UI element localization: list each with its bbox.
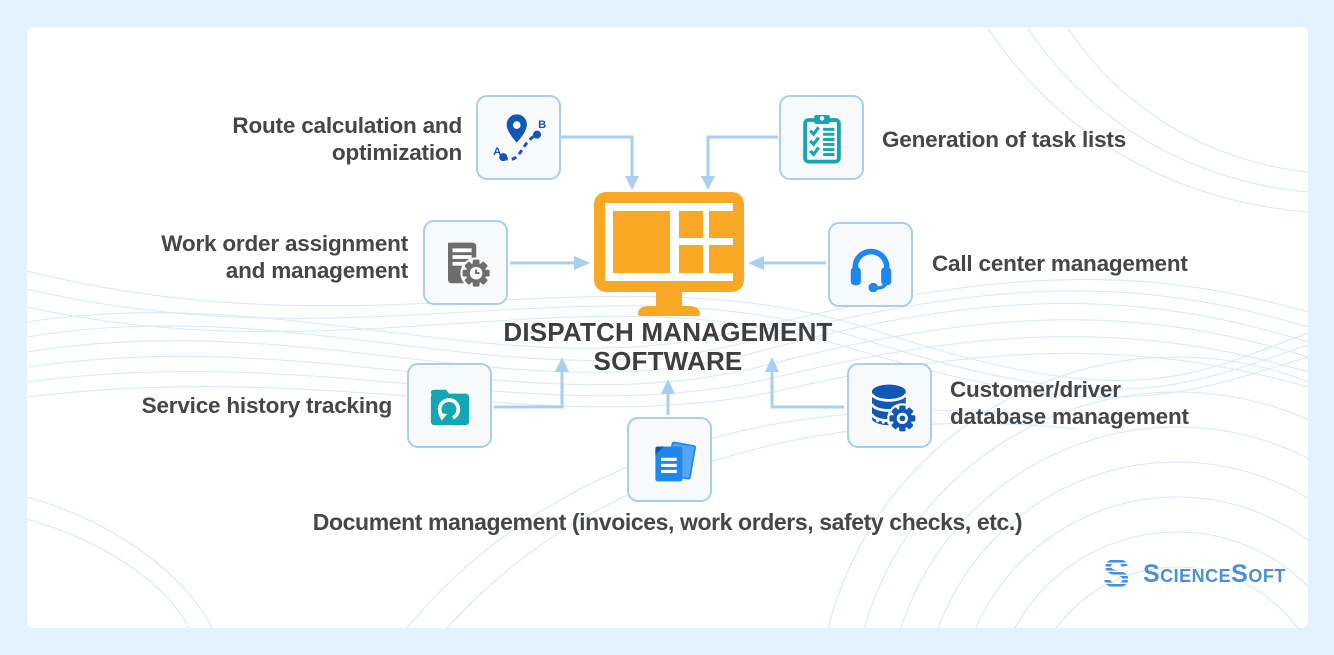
call-center-node-label: Call center management bbox=[932, 251, 1188, 276]
svg-text:B: B bbox=[538, 118, 546, 130]
diagram-title: DISPATCH MANAGEMENT SOFTWARE bbox=[503, 317, 833, 377]
route-map-icon: A B bbox=[493, 113, 546, 161]
dispatch-monitor-icon bbox=[594, 192, 744, 316]
dispatch-software-node bbox=[594, 192, 744, 321]
call-center-node-box bbox=[828, 222, 913, 307]
database-gear-icon bbox=[870, 384, 917, 433]
brand-logo: S ScienceSoft bbox=[1103, 556, 1286, 592]
documents-node-box bbox=[627, 417, 712, 502]
work-order-gear-icon bbox=[447, 242, 492, 289]
route-node-box: A B bbox=[476, 95, 561, 180]
database-node-box bbox=[847, 363, 932, 448]
headset-icon bbox=[850, 248, 891, 292]
service-history-node-label: Service history tracking bbox=[141, 393, 393, 418]
service-history-node-box bbox=[407, 363, 492, 448]
sciencesoft-logo-icon: S bbox=[1103, 556, 1130, 592]
route-node-label: Route calculation and optimization bbox=[232, 113, 462, 166]
svg-text:S: S bbox=[1103, 556, 1130, 592]
documents-icon bbox=[654, 441, 696, 481]
task-checklist-icon bbox=[802, 114, 841, 164]
folder-sync-icon bbox=[430, 389, 469, 425]
tasks-node-label: Generation of task lists bbox=[882, 127, 1127, 152]
brand-name: ScienceSoft bbox=[1143, 559, 1286, 588]
tasks-node-box bbox=[779, 95, 864, 180]
documents-node-label: Document management (invoices, work orde… bbox=[312, 509, 1023, 535]
work-order-node-box bbox=[423, 220, 508, 305]
svg-text:A: A bbox=[493, 145, 501, 157]
work-order-node-label: Work order assignment and management bbox=[161, 231, 408, 284]
database-node-label: Customer/driver database management bbox=[950, 377, 1189, 430]
